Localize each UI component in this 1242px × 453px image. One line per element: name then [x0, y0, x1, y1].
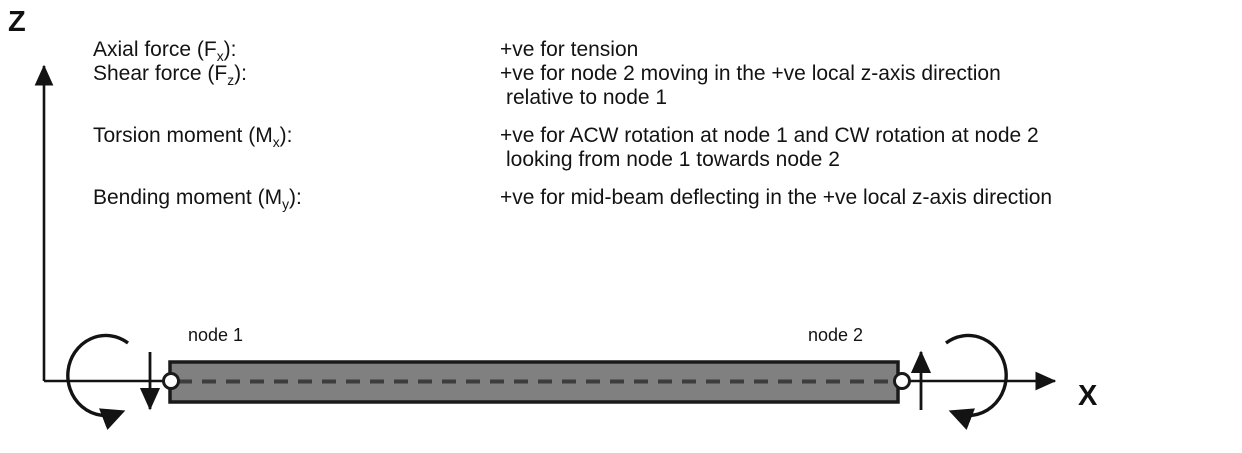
node-2-label: node 2 — [808, 325, 864, 345]
legend-term-axial-force: Axial force (Fx): — [93, 38, 237, 65]
node-1-moment-arc — [66, 333, 130, 430]
node-1-marker — [162, 372, 180, 390]
legend-term-torsion-moment: Torsion moment (Mx): — [93, 124, 293, 151]
legend-row-axial-force: Axial force (Fx): +ve for tension — [93, 38, 1193, 64]
node-2-marker — [893, 372, 911, 390]
legend-row-shear-force-cont: relative to node 1 — [93, 86, 1193, 110]
legend-desc-torsion-moment-cont: looking from node 1 towards node 2 — [506, 148, 840, 171]
legend-desc-torsion-moment: +ve for ACW rotation at node 1 and CW ro… — [500, 124, 1039, 147]
legend-desc-shear-force-cont: relative to node 1 — [506, 86, 668, 109]
legend-row-shear-force: Shear force (Fz): +ve for node 2 moving … — [93, 62, 1193, 88]
legend-desc-bending-moment: +ve for mid-beam deflecting in the +ve l… — [500, 186, 1053, 209]
legend-term-bending-moment: Bending moment (My): — [93, 186, 302, 213]
legend-desc-axial-force: +ve for tension — [500, 38, 639, 61]
legend-term-shear-force: Shear force (Fz): — [93, 62, 247, 89]
z-axis-label: Z — [8, 6, 26, 38]
x-axis-label: X — [1078, 380, 1098, 412]
node-1-label: node 1 — [188, 325, 244, 345]
sign-convention-legend: Axial force (Fx): +ve for tension Shear … — [93, 38, 1193, 212]
legend-desc-shear-force: +ve for node 2 moving in the +ve local z… — [500, 62, 1001, 85]
legend-row-bending-moment: Bending moment (My): +ve for mid-beam de… — [93, 186, 1193, 212]
legend-row-torsion-moment-cont: looking from node 1 towards node 2 — [93, 148, 1193, 172]
node-2-moment-arc — [944, 333, 1008, 430]
legend-row-torsion-moment: Torsion moment (Mx): +ve for ACW rotatio… — [93, 124, 1193, 150]
